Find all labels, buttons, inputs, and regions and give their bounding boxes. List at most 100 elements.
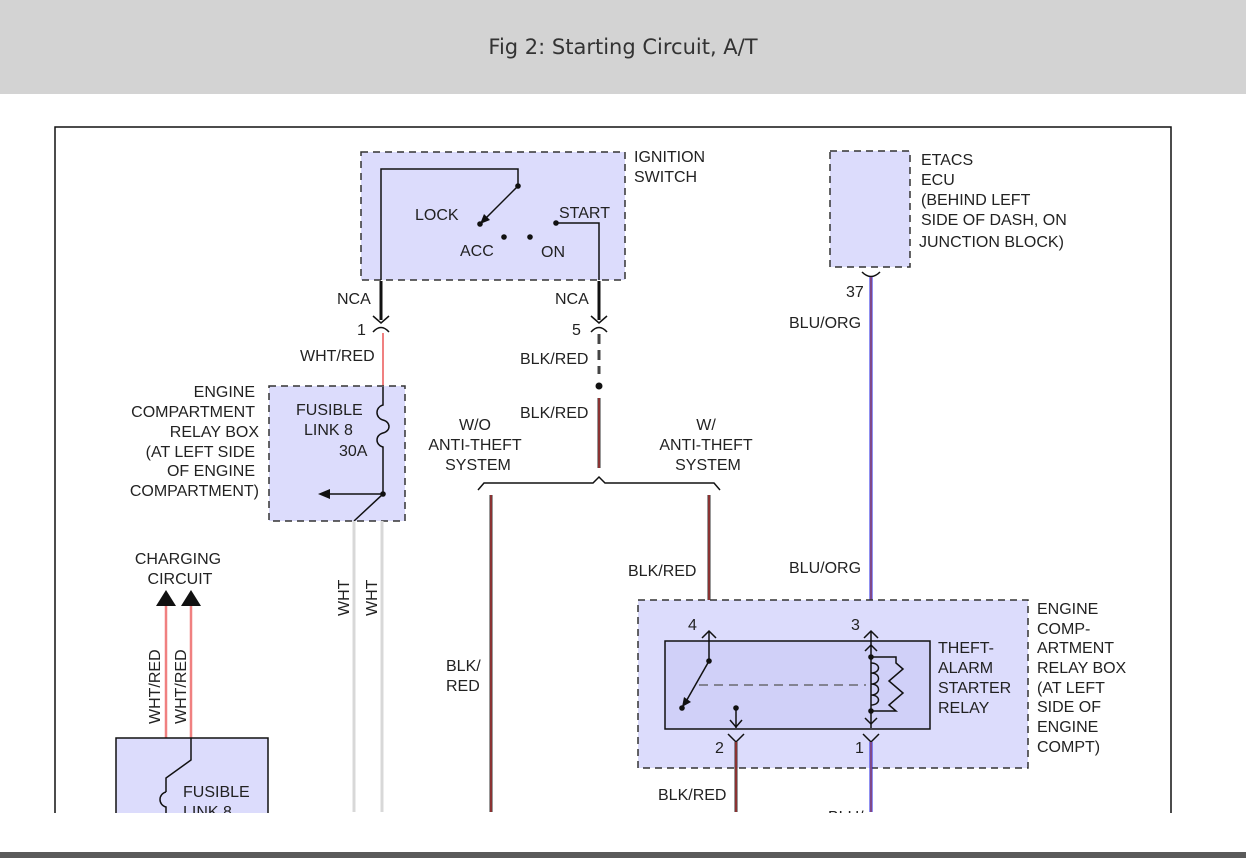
relay-name-2: ALARM (938, 660, 993, 677)
relay-name-3: STARTER (938, 680, 1011, 697)
relay-box-right-label-1: ENGINE (1037, 601, 1098, 618)
pos-acc: ACC (460, 243, 494, 260)
etacs-label-1: ETACS (921, 152, 973, 169)
charging-arrow-up-right (181, 590, 201, 606)
pin-1-label: 1 (357, 322, 366, 339)
fusible-link-lower-box (115, 737, 269, 819)
wire-label-wht-red: WHT/RED (300, 348, 375, 365)
branch-w-1: W/ (696, 417, 716, 434)
relay-box-right-label-2: COMP- (1037, 621, 1090, 638)
wire-label-wht-a: WHT (336, 579, 353, 616)
branch-w-3: SYSTEM (675, 457, 741, 474)
fusible-arrow-head (318, 489, 330, 499)
branch-w-2: ANTI-THEFT (659, 437, 753, 454)
contact-lock (477, 221, 483, 227)
connector-chevron-upper-left (372, 315, 390, 324)
relay-box-right: 4 3 2 1 THEFT- ALARM STARTER RELAY ENGIN… (637, 599, 1127, 769)
fusible-label-2: LINK 8 (304, 422, 353, 439)
crop-mask (0, 813, 1246, 858)
relay-coil-arrow-top (864, 643, 878, 652)
relay-switch-blade (683, 660, 710, 706)
relay-switch-arrow (682, 697, 691, 707)
wire-label-wht-b: WHT (364, 579, 381, 616)
fusible-link-lower: FUSIBLE LINK 8 (115, 737, 269, 821)
wire-label-blk-red-bottom: BLK/RED (658, 787, 726, 804)
relay-coil-dot-bottom (868, 708, 874, 714)
fusible-label-3: 30A (339, 443, 368, 460)
connector-pin-1: NCA 1 (337, 281, 390, 339)
splice-dot (595, 382, 603, 390)
ignition-switch-box (360, 151, 626, 281)
contact-acc (501, 234, 507, 240)
branch-wo-1: W/O (459, 417, 491, 434)
etacs-pin-37: 37 (846, 284, 864, 301)
etacs-label-5: JUNCTION BLOCK) (919, 234, 1064, 251)
relay-coil-resistor (871, 656, 905, 712)
pos-lock: LOCK (415, 207, 459, 224)
switch-blade (484, 185, 519, 220)
relay-pin-2: 2 (715, 740, 724, 757)
page-title: Fig 2: Starting Circuit, A/T (488, 35, 758, 59)
relay-box-left-label-5: OF ENGINE (167, 463, 255, 480)
relay-box-right-label-4: RELAY BOX (1037, 660, 1127, 677)
etacs-ecu-box (829, 150, 911, 268)
relay-box-left-label-6: COMPARTMENT) (130, 483, 259, 500)
fusible-link-symbol (376, 387, 390, 494)
connector-arc-lower-right (590, 326, 608, 333)
fusible-lower-symbol (159, 791, 167, 813)
ignition-switch: LOCK ACC ON START IGNITION SWITCH (360, 149, 705, 281)
contact-on (527, 234, 533, 240)
wire-blk-red-upper: BLK/RED BLK/RED (520, 334, 603, 468)
charging-circuit: CHARGING CIRCUIT WHT/RED WHT/RED (135, 551, 221, 738)
charging-arrow-up-left (156, 590, 176, 606)
wire-label-wht-red-a: WHT/RED (147, 649, 164, 724)
relay-box-right-label-6: SIDE OF (1037, 699, 1101, 716)
wire-label-blu-org-top: BLU/ORG (789, 315, 861, 332)
branch-wo-2: ANTI-THEFT (428, 437, 522, 454)
branch-bracket (477, 475, 721, 491)
relay-switch-pivot (679, 705, 685, 711)
etacs-label-3: (BEHIND LEFT (921, 192, 1031, 209)
wire-label-blk-red-left-2: RED (446, 678, 480, 695)
branch-wo-3: SYSTEM (445, 457, 511, 474)
pos-start: START (559, 205, 610, 222)
wire-label-blk-red-left-1: BLK/ (446, 658, 481, 675)
relay-box-right-label-5: (AT LEFT (1037, 680, 1105, 697)
wire-label-blk-red-right: BLK/RED (628, 563, 696, 580)
wire-label-blu-org-mid: BLU/ORG (789, 560, 861, 577)
relay-box-left: FUSIBLE LINK 8 30A ENGINE COMPARTMENT RE… (130, 384, 406, 522)
ignition-label-1: IGNITION (634, 149, 705, 166)
relay-output-arrow (729, 719, 743, 729)
wire-label-blk-red-mid: BLK/RED (520, 405, 588, 422)
fusible-label-1: FUSIBLE (296, 402, 363, 419)
ignition-label-2: SWITCH (634, 169, 697, 186)
relay-name-4: RELAY (938, 700, 990, 717)
relay-box-right-label-7: ENGINE (1037, 719, 1098, 736)
pin-5-label: 5 (572, 322, 581, 339)
relay-coil-dot-top (868, 654, 874, 660)
connector-chevron-upper-right (590, 315, 608, 324)
etacs-ecu: ETACS ECU (BEHIND LEFT SIDE OF DASH, ON … (829, 150, 1067, 301)
fusible-lower-label-1: FUSIBLE (183, 784, 250, 801)
nca-label-left: NCA (337, 291, 371, 308)
wire-label-wht-red-b: WHT/RED (173, 649, 190, 724)
etacs-label-4: SIDE OF DASH, ON (921, 212, 1067, 229)
relay-box-left-label-2: COMPARTMENT (131, 404, 255, 421)
pos-on: ON (541, 244, 565, 261)
relay-coil-winding (870, 662, 880, 706)
relay-name-1: THEFT- (938, 640, 994, 657)
fusible-diag-wire (353, 493, 384, 522)
etacs-connector (861, 271, 881, 278)
connector-arc-lower-left (372, 326, 390, 333)
etacs-label-2: ECU (921, 172, 955, 189)
relay-box-left-label-4: (AT LEFT SIDE (146, 444, 255, 461)
switch-internal-wire (380, 168, 519, 280)
connector-pin-5: NCA 5 (555, 281, 608, 339)
switch-arrow (480, 214, 490, 224)
start-internal-wire (556, 222, 600, 280)
nca-label-right: NCA (555, 291, 589, 308)
relay-box-right-label-8: COMPT) (1037, 739, 1100, 756)
relay-coil-arrow-bottom (864, 717, 878, 726)
wire-label-blk-red-top: BLK/RED (520, 351, 588, 368)
